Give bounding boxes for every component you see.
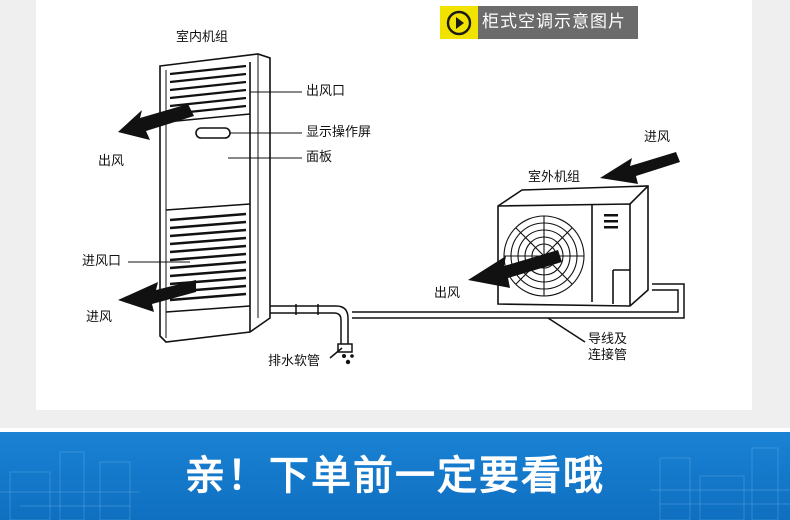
indoor-air-in-label: 进风 [86,310,113,325]
indoor-air-in-arrow [118,280,196,312]
play-circle-icon [440,6,478,39]
outlet-label: 出风口 [306,84,346,99]
wire-pipe-label-line1: 导线及 [588,332,628,347]
diagram-panel [36,0,752,410]
display-panel [195,127,231,139]
indoor-unit-body [159,53,271,343]
title-badge: 柜式空调示意图片 [440,6,638,39]
outdoor-unit-body [497,185,649,307]
indoor-unit-label: 室内机组 [176,30,229,45]
outlet-grille [169,64,247,116]
connection-pipe [352,289,679,313]
panel-label: 面板 [306,150,333,165]
outdoor-air-out-label: 出风 [434,286,461,301]
indoor-air-out-label: 出风 [98,154,125,169]
notice-banner: 亲！下单前一定要看哦 [0,432,790,520]
outdoor-air-in-label: 进风 [644,130,671,145]
display-panel-label: 显示操作屏 [306,125,372,140]
outdoor-air-out-arrow [468,250,562,288]
drain-pipe-label: 排水软管 [268,354,321,369]
outdoor-air-in-arrow [600,152,680,184]
drain-pipe [270,305,349,344]
air-conditioner-diagram [118,53,685,365]
indoor-air-out-arrow [118,104,194,140]
wire-pipe-label-line2: 连接管 [588,348,628,363]
banner-background-pattern [0,447,790,520]
outdoor-unit-label: 室外机组 [528,170,581,185]
badge-title: 柜式空调示意图片 [478,6,638,39]
diagram-frame: 柜式空调示意图片 [0,0,790,428]
banner-title: 亲！下单前一定要看哦 [185,453,605,499]
inlet-label: 进风口 [82,254,122,269]
